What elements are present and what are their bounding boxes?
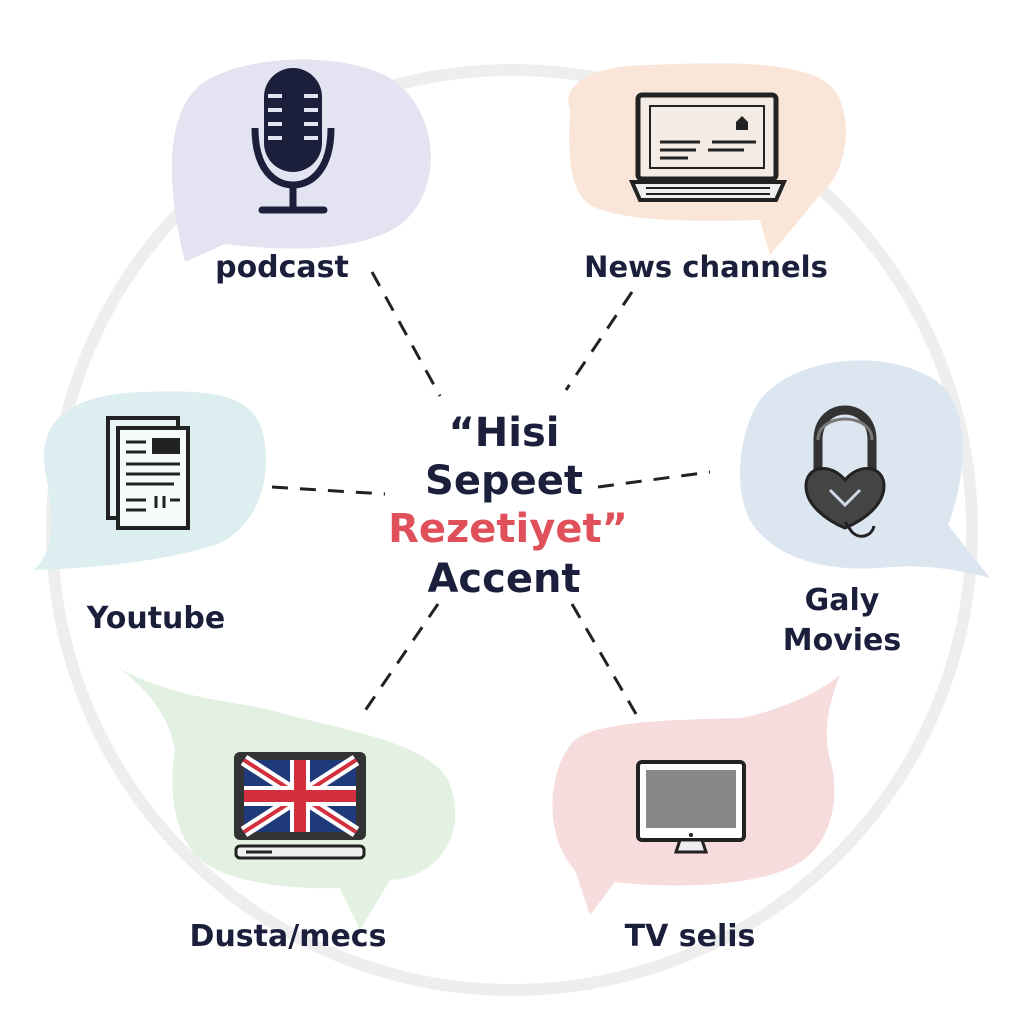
label-news-channels: News channels xyxy=(584,250,828,284)
center-line-3: Rezetiyet” xyxy=(388,506,628,552)
connector-movies xyxy=(597,470,711,489)
center-line-1: “Hisi xyxy=(449,410,560,456)
laptop-icon xyxy=(628,92,788,202)
connector-podcast xyxy=(370,271,442,397)
uk-flag-laptop-icon xyxy=(234,752,366,860)
center-line-4: Accent xyxy=(427,556,580,602)
label-podcast: podcast xyxy=(215,250,349,285)
newspaper-icon xyxy=(106,416,190,530)
label-youtube: Youtube xyxy=(86,601,225,636)
monitor-icon xyxy=(636,760,746,854)
label-movies-line-1: Galy xyxy=(805,583,880,618)
label-dusta-mecs: Dusta/mecs xyxy=(190,919,387,954)
center-line-2: Sepeet xyxy=(425,458,583,504)
connector-lines xyxy=(271,271,711,719)
connector-news xyxy=(564,291,634,391)
connector-tv xyxy=(570,603,638,715)
connector-dusta xyxy=(358,603,440,719)
connector-youtube xyxy=(271,485,386,496)
headphones-icon xyxy=(804,405,886,538)
label-movies-line-2: Movies xyxy=(783,623,902,658)
label-tv-selis: TV selis xyxy=(625,919,756,954)
microphone-icon xyxy=(251,68,335,214)
